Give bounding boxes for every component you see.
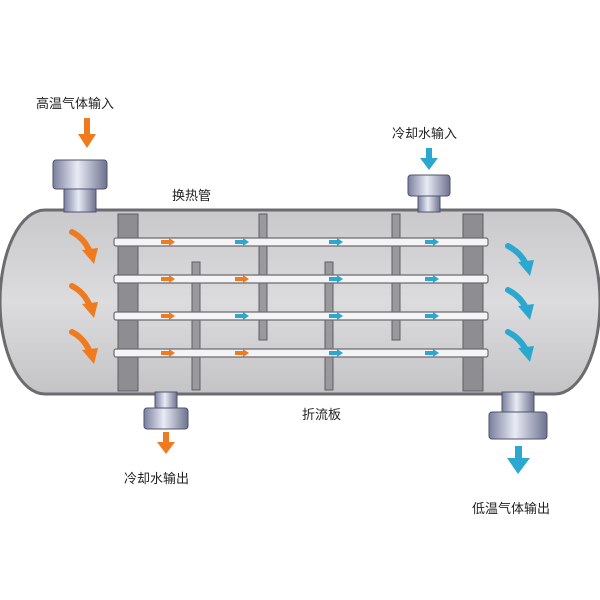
tube-flow-arrows: [161, 238, 439, 357]
hot-gas-inlet-nozzle: [52, 159, 108, 213]
cooling-water-in-arrow: [420, 148, 438, 170]
tube-flow-arrow: [329, 349, 343, 357]
cool-gas-output-label: 低温气体输出: [472, 502, 551, 517]
tube-flow-arrow: [161, 275, 175, 283]
tube-flow-arrow: [425, 349, 439, 357]
tube-flow-arrow: [235, 238, 249, 246]
hot-gas-flow-arrowheads: [82, 248, 98, 364]
cool-gas-outlet-nozzle: [488, 391, 548, 440]
cool-gas-flow-arrowheads: [518, 260, 534, 362]
tube-flow-arrow: [425, 312, 439, 320]
tube-flow-arrow: [161, 312, 175, 320]
tube-flow-arrow: [329, 312, 343, 320]
baffle-bottom-1: [191, 261, 201, 391]
hot-gas-input-label: 高温气体输入: [36, 97, 115, 112]
heat-tube-1: [113, 237, 489, 247]
tube-flow-arrow: [235, 349, 249, 357]
tube-flow-arrow: [235, 312, 249, 320]
heat-tube-4: [113, 348, 489, 358]
hot-gas-in-arrow: [78, 118, 96, 148]
heat-exchange-tube-label: 换热管: [172, 189, 212, 204]
tube-flow-arrow: [425, 238, 439, 246]
right-tube-sheet: [462, 213, 484, 392]
tube-flow-arrow: [161, 349, 175, 357]
baffle-label: 折流板: [302, 408, 342, 423]
tube-flow-arrow: [329, 275, 343, 283]
baffle-bottom-2: [324, 261, 334, 391]
heat-tube-2: [113, 274, 489, 284]
shell-body: [0, 208, 600, 396]
tube-flow-arrow: [235, 275, 249, 283]
cooling-water-inlet-nozzle: [407, 174, 451, 213]
cooling-water-input-label: 冷却水输入: [392, 127, 458, 142]
left-tube-sheet: [117, 213, 139, 392]
cooling-water-outlet-nozzle: [143, 391, 189, 430]
tube-flow-arrow: [161, 238, 175, 246]
tube-flow-arrow: [425, 275, 439, 283]
heat-tube-3: [113, 311, 489, 321]
cool-gas-out-arrow: [507, 446, 530, 474]
tube-flow-arrow: [329, 238, 343, 246]
cooling-water-out-arrow: [157, 432, 175, 454]
cooling-water-output-label: 冷却水输出: [124, 472, 190, 487]
